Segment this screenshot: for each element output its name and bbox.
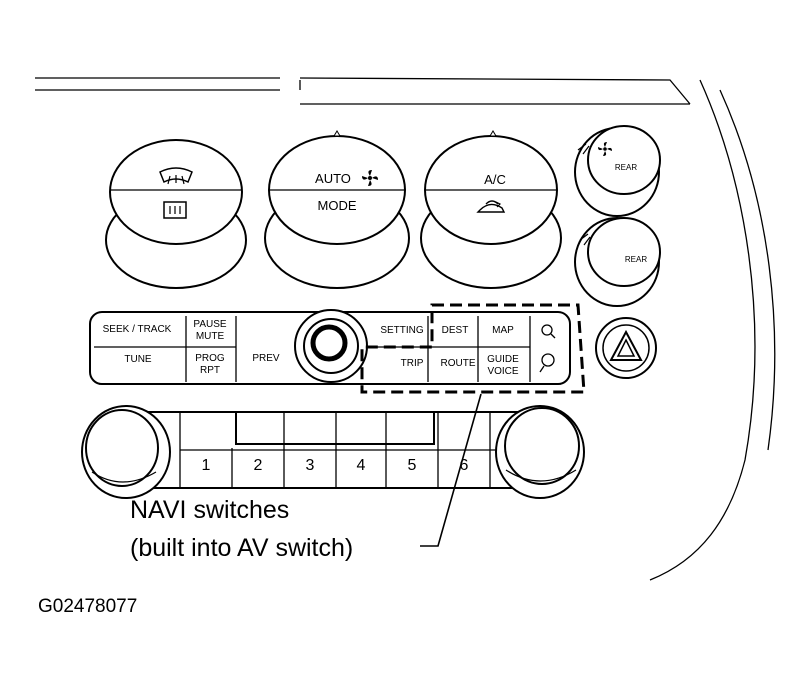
right-rotary-knob[interactable] — [495, 405, 585, 499]
guide-voice-button[interactable]: GUIDE VOICE — [487, 354, 519, 377]
rear-temp-label: REAR — [625, 255, 647, 264]
hazard-button[interactable] — [595, 317, 657, 379]
volume-knob[interactable] — [294, 309, 368, 383]
fan-icon — [598, 142, 612, 156]
preset-6-button[interactable]: 6 — [460, 457, 469, 474]
windshield-defrost-icon — [159, 167, 193, 185]
callout-title: NAVI switches — [130, 496, 289, 524]
guide-label: GUIDE — [487, 354, 519, 365]
voice-label: VOICE — [487, 366, 518, 377]
map-button[interactable]: MAP — [492, 325, 514, 336]
prog-label: PROG — [195, 353, 225, 364]
auto-mode-knob[interactable]: AUTO MODE — [264, 130, 410, 289]
preset-5-button[interactable]: 5 — [408, 457, 417, 474]
preset-1-button[interactable]: 1 — [202, 457, 211, 474]
auto-label: AUTO — [315, 171, 351, 186]
prev-button[interactable]: PREV — [252, 353, 280, 364]
recirculation-icon — [476, 200, 506, 213]
preset-4-button[interactable]: 4 — [357, 457, 366, 474]
rpt-label: RPT — [200, 365, 220, 376]
pause-mute-button[interactable]: PAUSE MUTE — [193, 319, 226, 342]
callout-subtitle: (built into AV switch) — [130, 534, 353, 562]
prog-rpt-button[interactable]: PROG RPT — [195, 353, 225, 376]
fan-icon — [362, 170, 378, 186]
pause-label: PAUSE — [193, 319, 226, 330]
zoom-in-icon[interactable] — [541, 324, 556, 339]
dest-button[interactable]: DEST — [442, 325, 469, 336]
figure-id: G02478077 — [38, 596, 137, 617]
navi-switches-highlight — [360, 303, 586, 394]
mute-label: MUTE — [196, 331, 225, 342]
preset-bar — [129, 411, 551, 489]
preset-2-button[interactable]: 2 — [254, 457, 263, 474]
route-button[interactable]: ROUTE — [441, 358, 476, 369]
zoom-out-icon[interactable] — [539, 353, 555, 373]
dash-bezel — [35, 77, 776, 581]
trip-button[interactable]: TRIP — [401, 358, 424, 369]
callout-leader-line — [420, 393, 482, 547]
ac-label: A/C — [484, 172, 506, 187]
hazard-triangle-icon — [609, 329, 643, 361]
ac-knob[interactable]: A/C — [420, 130, 562, 289]
rear-fan-knob[interactable]: REAR — [574, 125, 661, 217]
left-rotary-knob[interactable] — [81, 405, 171, 499]
seek-track-button[interactable]: SEEK / TRACK — [103, 324, 172, 335]
tune-button[interactable]: TUNE — [124, 354, 152, 365]
setting-button[interactable]: SETTING — [380, 325, 424, 336]
preset-3-button[interactable]: 3 — [306, 457, 315, 474]
rear-fan-label: REAR — [615, 163, 637, 172]
mode-label: MODE — [318, 198, 357, 213]
defrost-knob[interactable] — [105, 139, 247, 289]
rear-defrost-icon — [163, 201, 187, 219]
rear-temp-knob[interactable]: REAR — [574, 217, 661, 307]
